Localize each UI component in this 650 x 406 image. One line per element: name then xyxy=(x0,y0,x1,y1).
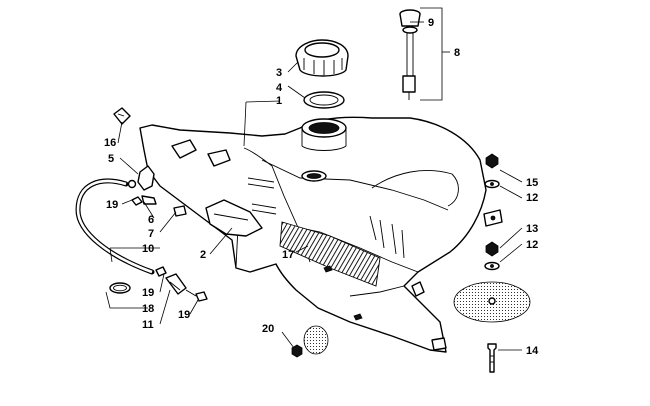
gas-cap xyxy=(295,39,349,77)
callout-19-outlet: 19 xyxy=(178,309,190,321)
fuel-hose xyxy=(75,178,155,275)
fuel-tank xyxy=(139,116,487,353)
callout-labels: 1 2 3 4 5 6 7 8 9 10 11 12 12 13 14 15 1… xyxy=(104,17,539,357)
callout-19-filter: 19 xyxy=(142,287,154,299)
callout-6: 6 xyxy=(148,214,154,226)
hose-clamps xyxy=(109,196,208,302)
callout-19-valve: 19 xyxy=(106,199,118,211)
callout-14: 14 xyxy=(526,345,539,357)
o-ring xyxy=(303,91,345,109)
mounting-hardware xyxy=(453,153,531,373)
callout-12-lower: 12 xyxy=(526,239,538,251)
callout-4: 4 xyxy=(276,82,283,94)
callout-1: 1 xyxy=(276,95,282,107)
callout-15: 15 xyxy=(526,177,538,189)
inline-fuel-filter xyxy=(165,273,197,297)
lower-fastener xyxy=(291,325,329,358)
callout-5: 5 xyxy=(108,153,114,165)
fuel-sender xyxy=(399,9,421,100)
fittings xyxy=(141,195,187,217)
callout-9: 9 xyxy=(428,17,434,29)
callout-10: 10 xyxy=(142,243,154,255)
callout-18: 18 xyxy=(142,303,154,315)
callout-13: 13 xyxy=(526,223,538,235)
callout-16: 16 xyxy=(104,137,116,149)
shutoff-valve xyxy=(127,165,155,191)
callout-12-upper: 12 xyxy=(526,192,538,204)
callout-17: 17 xyxy=(282,249,294,261)
gasket-plate xyxy=(113,107,131,125)
callout-3: 3 xyxy=(276,67,282,79)
leader-lines xyxy=(105,7,523,351)
callout-7: 7 xyxy=(148,228,154,240)
petcock-bracket xyxy=(205,199,263,237)
callout-11: 11 xyxy=(142,319,154,331)
callout-8: 8 xyxy=(454,47,460,59)
callout-20: 20 xyxy=(262,323,274,335)
callout-2: 2 xyxy=(200,249,206,261)
